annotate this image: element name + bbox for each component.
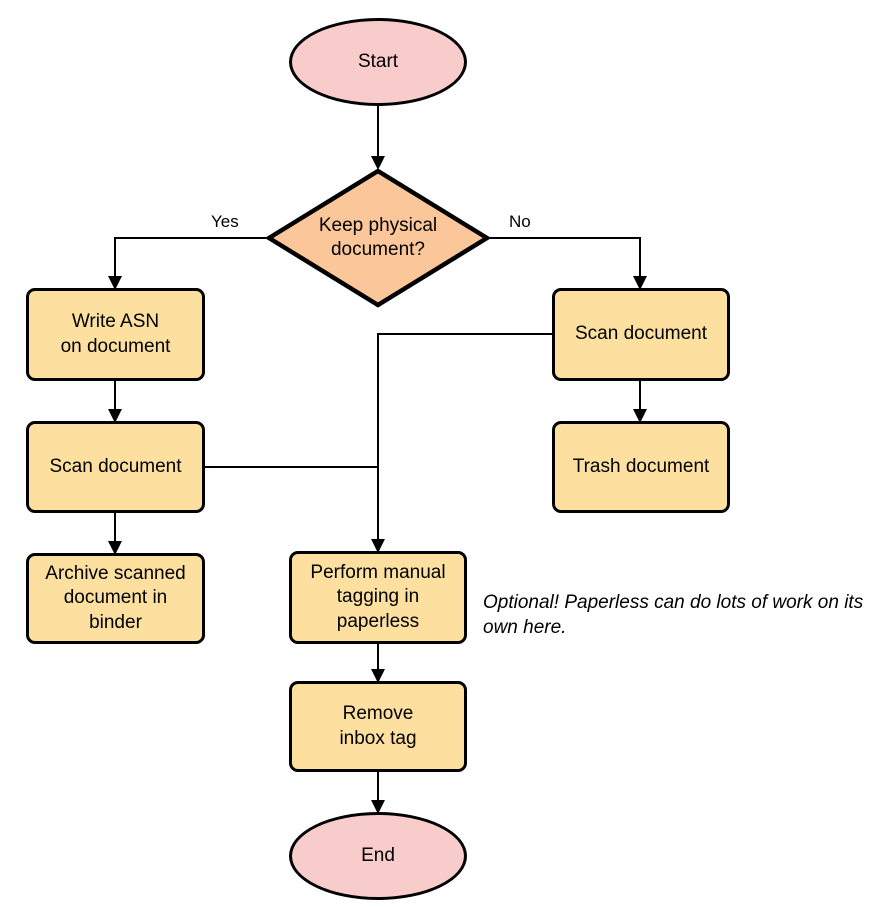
node-scan-document-right-label: Scan document: [574, 323, 708, 345]
edge-scan-right-to-tagging: [371, 333, 552, 553]
node-end-label: End: [361, 844, 395, 866]
edge-decision-to-write-asn: [108, 237, 266, 290]
annotation-optional-note: Optional! Paperless can do lots of work …: [483, 592, 864, 639]
node-manual-tagging-label: Perform manual tagging in paperless: [310, 562, 446, 632]
decision-shape: [266, 168, 490, 308]
edge-label-yes: Yes: [211, 212, 239, 231]
node-trash-document-label: Trash document: [572, 455, 710, 477]
node-decision[interactable]: Keep physical document?: [266, 168, 490, 308]
node-start-label: Start: [357, 50, 399, 72]
node-scan-document-right[interactable]: Scan document: [552, 288, 730, 381]
node-write-asn-label: Write ASN on document: [60, 311, 171, 357]
node-end[interactable]: End: [289, 812, 467, 900]
node-scan-document-left-label: Scan document: [49, 455, 182, 477]
node-remove-inbox-tag[interactable]: Remove inbox tag: [289, 681, 467, 772]
edge-label-no: No: [509, 212, 531, 231]
node-archive-document-label: Archive scanned document in binder: [45, 563, 186, 633]
node-trash-document[interactable]: Trash document: [552, 421, 730, 513]
node-archive-document[interactable]: Archive scanned document in binder: [26, 553, 205, 644]
node-decision-label: Keep physical document?: [318, 214, 438, 260]
node-write-asn[interactable]: Write ASN on document: [26, 288, 205, 381]
edge-decision-to-scan-right: [490, 237, 647, 290]
node-manual-tagging[interactable]: Perform manual tagging in paperless: [289, 551, 467, 644]
node-remove-inbox-tag-label: Remove inbox tag: [339, 703, 417, 749]
node-start[interactable]: Start: [289, 18, 467, 106]
node-scan-document-left[interactable]: Scan document: [26, 421, 205, 513]
